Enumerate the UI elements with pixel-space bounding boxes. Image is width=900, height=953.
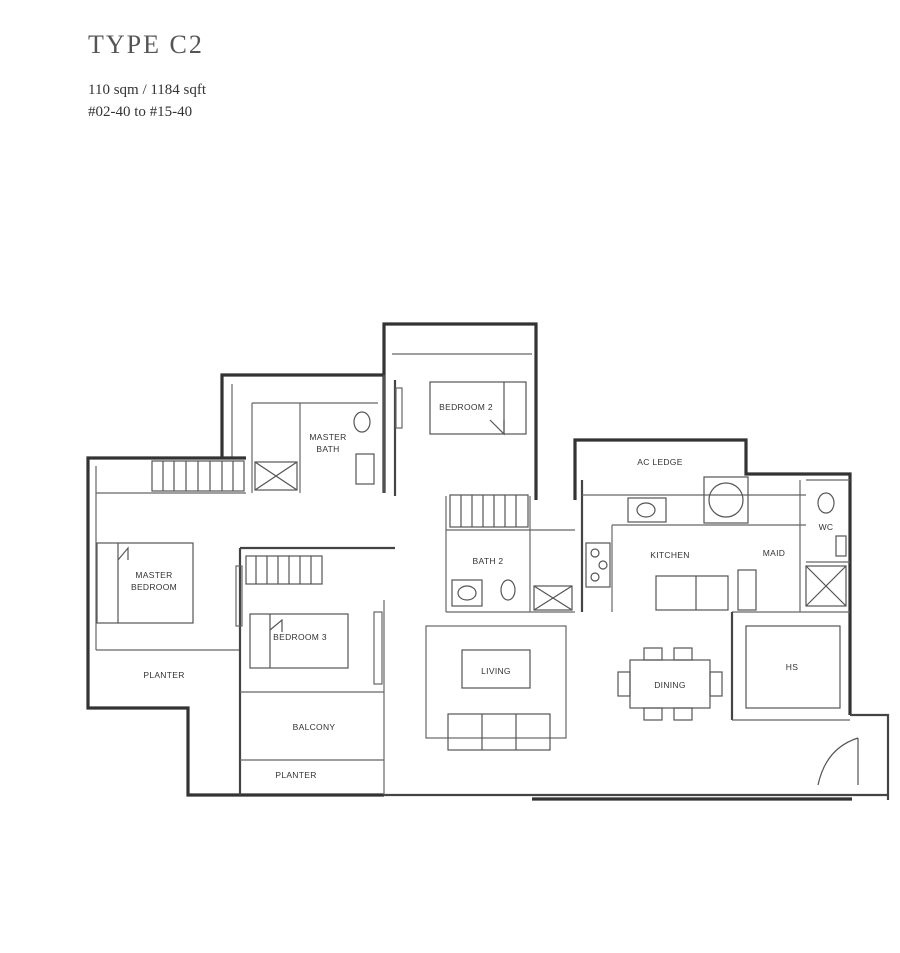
label-master-bedroom-2: BEDROOM — [131, 582, 177, 592]
label-planter-left: PLANTER — [143, 670, 184, 680]
bath-fixtures — [254, 411, 847, 611]
label-planter-bottom: PLANTER — [275, 770, 316, 780]
beds — [96, 381, 527, 669]
label-ac-ledge: AC LEDGE — [637, 457, 682, 467]
label-bath-2: BATH 2 — [473, 556, 504, 566]
label-maid: MAID — [763, 548, 785, 558]
wardrobes — [151, 387, 529, 685]
label-kitchen: KITCHEN — [650, 550, 689, 560]
kitchen-fixtures — [585, 476, 757, 611]
unit-area: 110 sqm / 1184 sqft — [88, 82, 207, 98]
interior-walls — [96, 375, 850, 795]
label-master-bedroom-1: MASTER — [135, 570, 172, 580]
unit-numbers: #02-40 to #15-40 — [88, 104, 193, 120]
label-balcony: BALCONY — [293, 722, 336, 732]
label-hs: HS — [786, 662, 798, 672]
label-bedroom-2: BEDROOM 2 — [439, 402, 493, 412]
living-dining-furniture — [425, 625, 841, 751]
room-labels: MASTER BATH BEDROOM 2 AC LEDGE MASTER BE… — [131, 402, 833, 780]
outer-walls — [86, 322, 890, 801]
label-wc: WC — [819, 522, 834, 532]
label-living: LIVING — [481, 666, 511, 676]
label-dining: DINING — [654, 680, 686, 690]
plan-title: TYPE C2 — [88, 30, 204, 59]
label-master-bath-2: BATH — [316, 444, 339, 454]
label-master-bath-1: MASTER — [309, 432, 346, 442]
label-bedroom-3: BEDROOM 3 — [273, 632, 327, 642]
